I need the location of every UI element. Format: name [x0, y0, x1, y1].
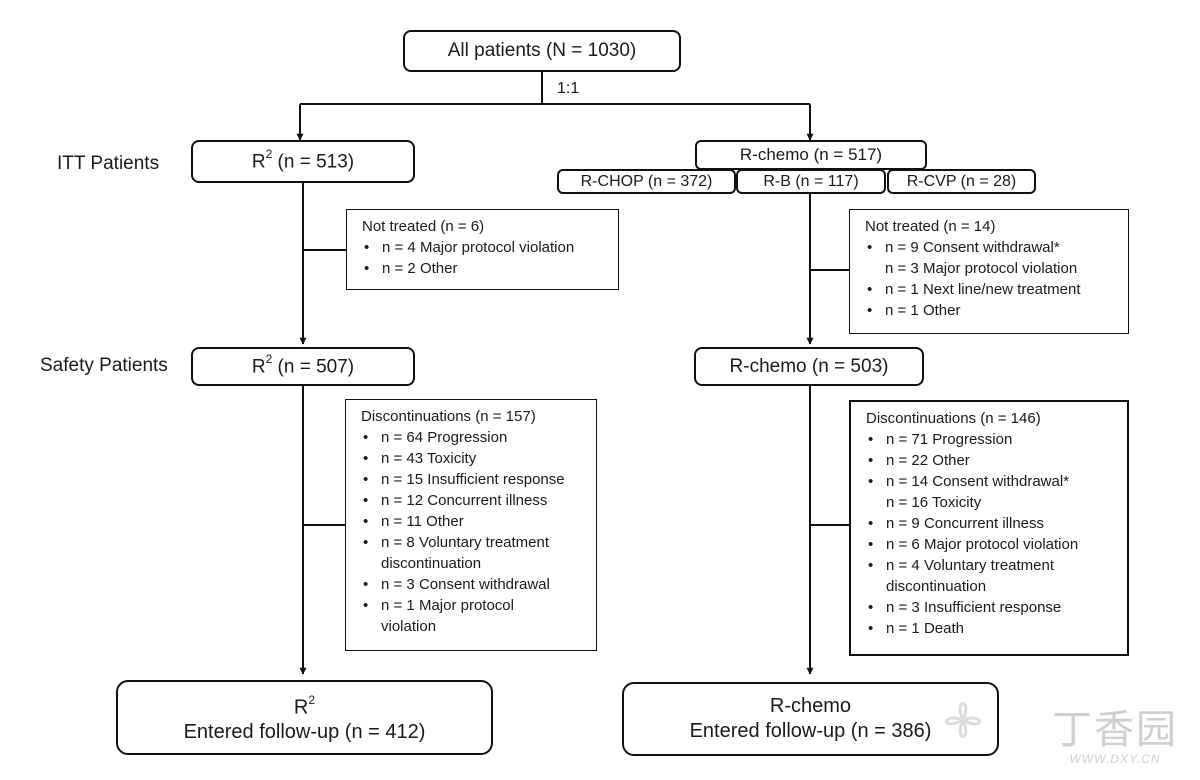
list-item: •n = 9 Concurrent illness — [868, 515, 1044, 532]
list-item: •n = 9 Consent withdrawal* — [867, 239, 1060, 256]
right-discontinuations-list: •n = 71 Progression •n = 22 Other •n = 1… — [866, 429, 1117, 639]
rcvp-label: R-CVP (n = 28) — [906, 172, 1017, 190]
watermark-text: 丁香园 — [1052, 707, 1178, 753]
rchop-box: R-CHOP (n = 372) — [557, 169, 736, 194]
right-discontinuations-box: Discontinuations (n = 146) •n = 71 Progr… — [849, 400, 1129, 656]
rb-box: R-B (n = 117) — [736, 169, 886, 194]
right-not-treated-list: •n = 9 Consent withdrawal* n = 3 Major p… — [865, 237, 1118, 321]
rchemo-safety-label: R-chemo (n = 503) — [729, 355, 889, 377]
list-item: •n = 1 Next line/new treatment — [867, 281, 1081, 298]
list-item-continuation: discontinuation — [381, 555, 482, 572]
list-item-no-bullet: n = 3 Major protocol violation — [885, 260, 1078, 277]
rchop-label: R-CHOP (n = 372) — [580, 172, 713, 190]
list-item: •n = 2 Other — [364, 260, 458, 277]
r2-itt-label: R2 (n = 513) — [251, 147, 355, 173]
r2-followup-line: Entered follow-up (n = 412) — [183, 721, 426, 744]
left-not-treated-box: Not treated (n = 6) •n = 4 Major protoco… — [346, 209, 619, 290]
list-item: •n = 8 Voluntary treatment — [363, 534, 550, 551]
list-item: •n = 3 Consent withdrawal — [363, 576, 550, 593]
list-item-continuation: discontinuation — [886, 578, 987, 595]
list-item: •n = 1 Death — [868, 620, 964, 637]
rcvp-box: R-CVP (n = 28) — [887, 169, 1036, 194]
flower-logo-icon — [945, 702, 981, 738]
list-item: •n = 3 Insufficient response — [868, 599, 1062, 616]
all-patients-label: All patients (N = 1030) — [447, 40, 637, 61]
list-item: •n = 43 Toxicity — [363, 450, 477, 467]
randomization-ratio: 1:1 — [557, 80, 580, 97]
left-discontinuations-title: Discontinuations (n = 157) — [361, 408, 536, 425]
rchemo-itt-label: R-chemo (n = 517) — [739, 145, 883, 164]
list-item: •n = 15 Insufficient response — [363, 471, 565, 488]
rb-label: R-B (n = 117) — [763, 172, 859, 190]
list-item: •n = 1 Other — [867, 302, 961, 319]
rchemo-safety-box: R-chemo (n = 503) — [694, 347, 924, 386]
r2-itt-box: R2 (n = 513) — [191, 140, 415, 183]
list-item: •n = 64 Progression — [363, 429, 508, 446]
all-patients-box: All patients (N = 1030) — [403, 30, 681, 72]
list-item: •n = 4 Major protocol violation — [364, 239, 575, 256]
list-item: •n = 14 Consent withdrawal* — [868, 473, 1070, 490]
list-item: •n = 1 Major protocol — [363, 597, 514, 614]
right-not-treated-box: Not treated (n = 14) •n = 9 Consent with… — [849, 209, 1129, 334]
list-item: •n = 71 Progression — [868, 431, 1013, 448]
list-item-continuation: violation — [381, 618, 437, 635]
list-item-no-bullet: n = 16 Toxicity — [886, 494, 982, 511]
rchemo-itt-box: R-chemo (n = 517) — [695, 140, 927, 170]
right-not-treated-title: Not treated (n = 14) — [865, 218, 996, 235]
row-label-itt: ITT Patients — [57, 153, 160, 174]
left-discontinuations-list: •n = 64 Progression •n = 43 Toxicity •n … — [361, 427, 586, 637]
list-item: •n = 4 Voluntary treatment — [868, 557, 1055, 574]
row-label-safety: Safety Patients — [40, 355, 168, 376]
list-item: •n = 22 Other — [868, 452, 970, 469]
left-not-treated-title: Not treated (n = 6) — [362, 218, 485, 235]
watermark: 丁香园 WWW.DXY.CN — [1052, 708, 1178, 766]
left-not-treated-list: •n = 4 Major protocol violation •n = 2 O… — [362, 237, 608, 279]
left-discontinuations-box: Discontinuations (n = 157) •n = 64 Progr… — [345, 399, 597, 651]
watermark-url: WWW.DXY.CN — [1069, 752, 1161, 766]
list-item: •n = 11 Other — [363, 513, 464, 530]
rchemo-followup-title: R-chemo — [769, 695, 852, 717]
list-item: •n = 12 Concurrent illness — [363, 492, 548, 509]
list-item: •n = 6 Major protocol violation — [868, 536, 1079, 553]
right-discontinuations-title: Discontinuations (n = 146) — [866, 410, 1041, 427]
r2-followup-box: R2 Entered follow-up (n = 412) — [116, 680, 493, 755]
r2-safety-label: R2 (n = 507) — [251, 352, 355, 378]
r2-followup-title: R2 — [293, 692, 316, 719]
rchemo-followup-line: Entered follow-up (n = 386) — [689, 720, 932, 742]
rchemo-followup-box: R-chemo Entered follow-up (n = 386) — [622, 682, 999, 756]
r2-safety-box: R2 (n = 507) — [191, 347, 415, 386]
